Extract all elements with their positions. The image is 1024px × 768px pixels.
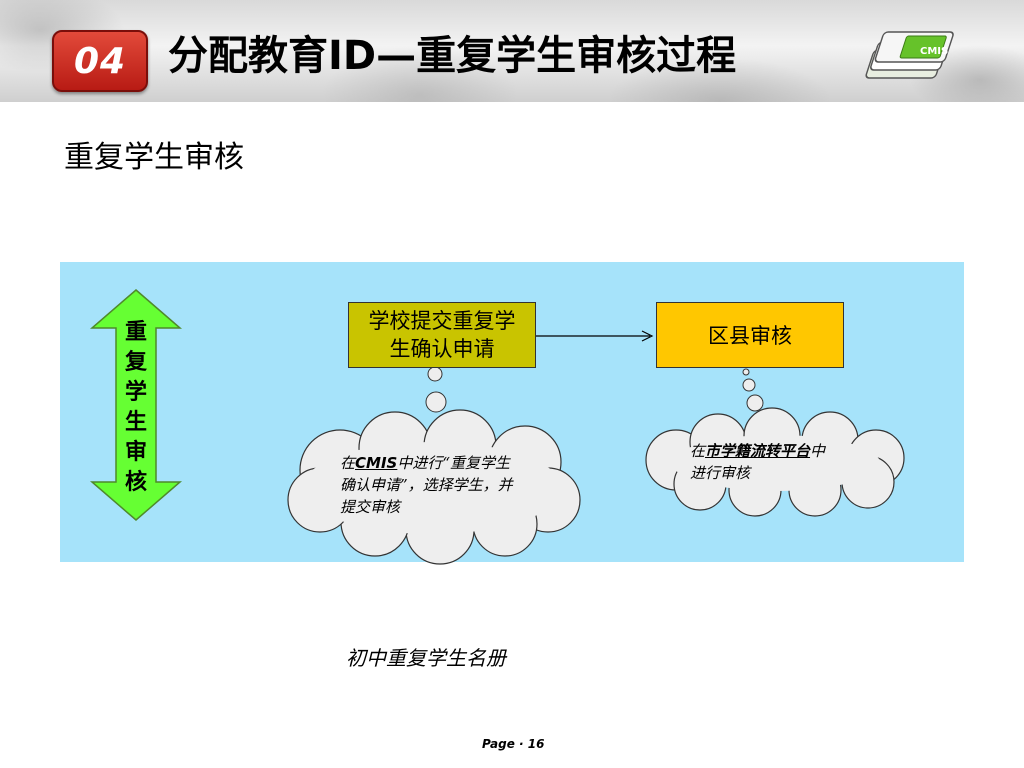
- roster-caption: 初中重复学生名册: [346, 646, 506, 670]
- page-number: Page · 16: [482, 737, 545, 751]
- section-badge: 04: [52, 30, 148, 92]
- thought-bubble-medium: [746, 394, 764, 412]
- vertical-char: 学: [124, 380, 147, 405]
- vertical-char: 审: [124, 440, 147, 465]
- vertical-char: 复: [124, 350, 147, 375]
- vertical-arrow-label: 重 复 学 生 审 核: [118, 318, 154, 498]
- section-subtitle: 重复学生审核: [64, 140, 244, 175]
- cmis-logo-text: CMIS: [920, 46, 948, 57]
- vertical-double-arrow: [89, 289, 183, 521]
- page-title: 分配教育ID—重复学生审核过程: [168, 33, 737, 79]
- page-separator: ·: [519, 737, 524, 751]
- header-banner: 04 分配教育ID—重复学生审核过程 CMIS: [0, 0, 1024, 102]
- section-number: 04: [73, 40, 127, 82]
- header-decoration: [0, 0, 1024, 102]
- thought-bubble-small: [427, 366, 443, 382]
- cloud2-prefix: 在: [690, 442, 706, 460]
- school-submit-box: 学校提交重复学生确认申请: [348, 302, 536, 368]
- cmis-book-icon: CMIS: [865, 31, 954, 79]
- district-review-box: 区县审核: [656, 302, 844, 368]
- school-submit-label: 学校提交重复学生确认申请: [368, 309, 516, 361]
- vertical-char: 重: [124, 320, 147, 345]
- page-label: Page: [482, 737, 515, 751]
- thought-bubble-small: [742, 378, 756, 392]
- district-review-label: 区县审核: [708, 324, 792, 348]
- flow-arrow-head: [641, 330, 654, 342]
- cloud-text-platform: 在市学籍流转平台中进行审核: [690, 440, 836, 484]
- thought-bubble-tiny: [742, 368, 750, 376]
- cloud1-highlight: CMIS: [355, 454, 398, 472]
- cloud-text-cmis: 在CMIS中进行“重复学生确认申请”，选择学生，并提交审核: [340, 452, 514, 518]
- cloud2-highlight: 市学籍流转平台: [705, 442, 811, 460]
- cloud1-prefix: 在: [340, 454, 356, 472]
- cloud1-rest: 中进行“重复学生确认申请”，选择学生，并提交审核: [340, 454, 513, 516]
- thought-bubble-medium: [425, 391, 447, 413]
- cloud2-rest: 中进行审核: [690, 442, 826, 482]
- page-number-value: 16: [527, 737, 545, 751]
- vertical-char: 生: [124, 410, 147, 435]
- vertical-char: 核: [124, 470, 147, 495]
